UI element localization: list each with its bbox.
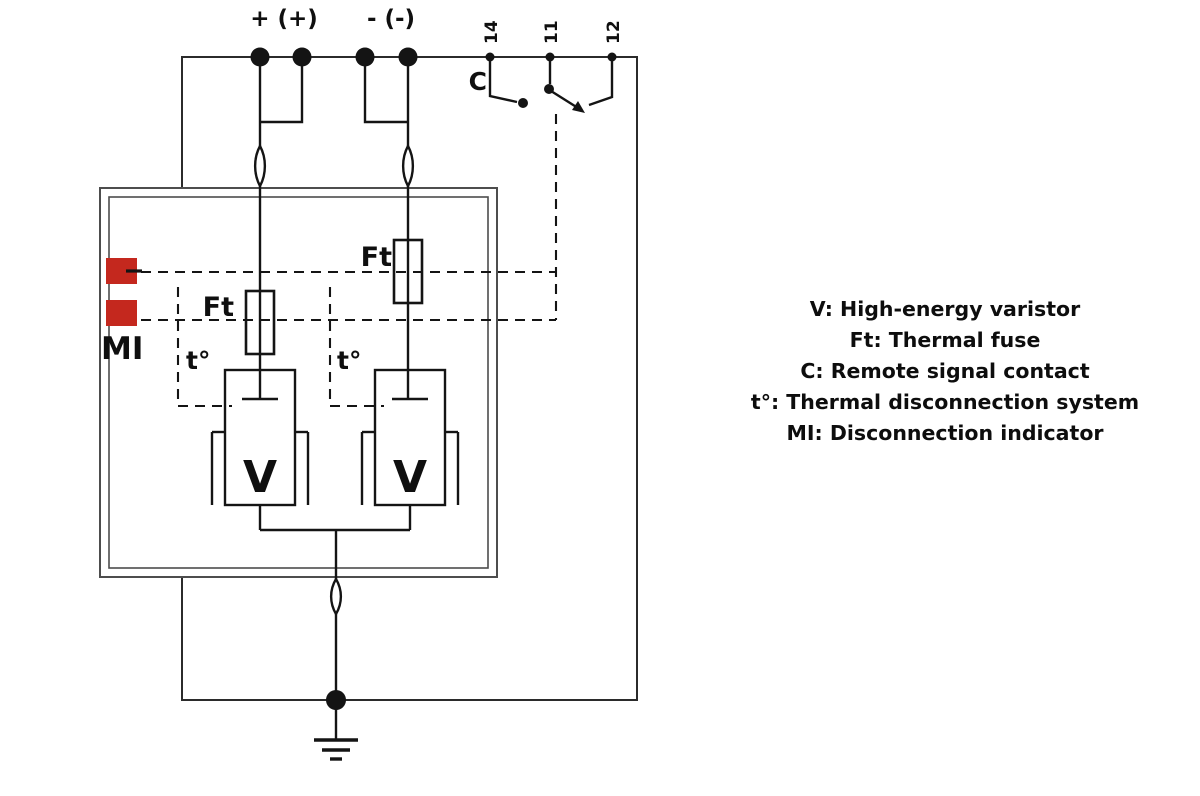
legend-line-fuse: Ft: Thermal fuse <box>849 328 1041 352</box>
varistor-right-box <box>373 368 447 507</box>
connector-symbols <box>253 143 415 617</box>
thermal-right-dashed-box <box>328 287 384 408</box>
terminal-11-dot <box>545 52 555 62</box>
minus-connector-lens <box>401 143 415 189</box>
terminal-14-label: 14 <box>482 20 502 44</box>
terminal-12-dot <box>607 52 617 62</box>
fuse-left-label: Ft <box>203 292 234 323</box>
mi-indicator-lower-square <box>106 300 137 326</box>
terminal-12-label: 12 <box>604 20 624 44</box>
terminal-minus-2 <box>398 47 418 67</box>
plus-connector-lens <box>253 143 267 189</box>
terminal-plus-2 <box>292 47 312 67</box>
legend-line-varistor: V: High-energy varistor <box>809 297 1081 321</box>
mi-label: MI <box>101 331 143 367</box>
conductors <box>258 57 412 700</box>
remote-signal-contact <box>488 57 614 113</box>
thermal-left-label: t° <box>186 346 210 375</box>
legend-line-indicator: MI: Disconnection indicator <box>786 421 1104 445</box>
contact-14-point <box>518 98 528 108</box>
terminal-plus-1 <box>250 47 270 67</box>
contact-blade <box>550 89 579 110</box>
plus-terminal-label: + (+) <box>250 6 318 32</box>
contact-14-leg <box>488 57 518 104</box>
disconnection-indicator <box>106 258 142 326</box>
terminal-minus-1 <box>355 47 375 67</box>
thermal-left-dashed-box <box>176 287 232 408</box>
contact-blade-arrow <box>572 101 585 113</box>
schematic-svg: + (+) - (-) 14 11 12 C Ft Ft t° t° MI V … <box>99 6 638 761</box>
plus-pair-link <box>261 57 304 124</box>
terminals <box>250 47 617 67</box>
thermal-right-label: t° <box>337 346 361 375</box>
legend-line-thermal: t°: Thermal disconnection system <box>750 390 1140 414</box>
earth-connector-lens <box>329 576 343 617</box>
terminal-11-label: 11 <box>542 20 562 44</box>
minus-terminal-label: - (-) <box>367 6 415 32</box>
earth-ground <box>314 690 358 761</box>
legend: V: High-energy varistor Ft: Thermal fuse… <box>735 294 1155 449</box>
terminal-14-dot <box>485 52 495 62</box>
signal-links <box>141 114 558 408</box>
varistor-left-label: V <box>243 452 277 503</box>
contact-c-label: C <box>469 67 487 96</box>
fuse-right-label: Ft <box>361 242 392 273</box>
thermal-fuse-left <box>244 289 276 356</box>
fuse-left-symbol <box>244 289 276 356</box>
legend-line-contact: C: Remote signal contact <box>800 359 1090 383</box>
minus-pair-link <box>363 57 407 124</box>
diagram-labels: + (+) - (-) 14 11 12 C Ft Ft t° t° MI V … <box>101 6 624 503</box>
contact-12-leg <box>588 57 614 107</box>
varistor-right <box>360 368 460 507</box>
varistor-right-label: V <box>393 452 427 503</box>
module-inner-border <box>108 196 489 569</box>
